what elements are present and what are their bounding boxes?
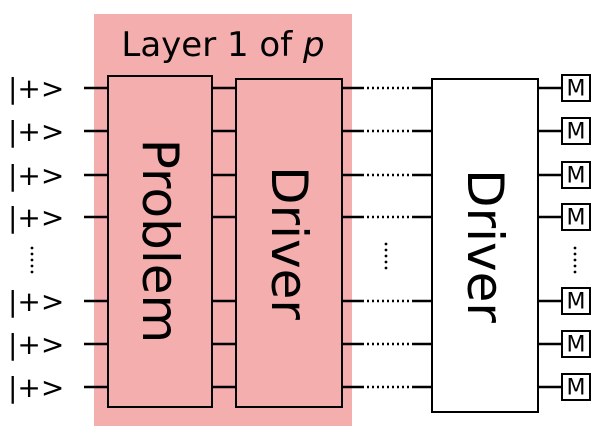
problem-block-label: Problem bbox=[131, 139, 189, 343]
vertical-ellipsis-measurements bbox=[573, 246, 577, 274]
measurement-box: M bbox=[561, 117, 591, 145]
measurement-label: M bbox=[567, 120, 586, 145]
measurement-label: M bbox=[567, 206, 586, 231]
problem-block bbox=[107, 75, 213, 408]
vertical-ellipsis-middle bbox=[384, 242, 388, 270]
layer-title-variable: p bbox=[302, 25, 325, 65]
driver-block-label: Driver bbox=[260, 166, 318, 320]
driver-block bbox=[235, 78, 343, 408]
measurement-box: M bbox=[561, 203, 591, 231]
measurement-box: M bbox=[561, 74, 591, 102]
measurement-box: M bbox=[561, 330, 591, 358]
input-state-label: |+> bbox=[8, 115, 64, 148]
layer-title-prefix: Layer 1 of bbox=[121, 25, 303, 65]
measurement-box: M bbox=[561, 287, 591, 315]
measurement-label: M bbox=[567, 164, 586, 189]
input-state-label: |+> bbox=[8, 201, 64, 234]
input-state-label: |+> bbox=[8, 285, 64, 318]
layer-title: Layer 1 of p bbox=[121, 25, 324, 65]
input-state-label: |+> bbox=[8, 371, 64, 404]
qubit-wires bbox=[84, 86, 562, 389]
final-driver-block-label: Driver bbox=[456, 169, 514, 323]
vertical-ellipsis-inputs bbox=[30, 246, 34, 274]
measurement-label: M bbox=[567, 77, 586, 102]
input-states: |+> |+> |+> |+> |+> |+> |+> bbox=[8, 72, 64, 404]
measurement-label: M bbox=[567, 376, 586, 401]
input-state-label: |+> bbox=[8, 159, 64, 192]
input-state-label: |+> bbox=[8, 328, 64, 361]
measurement-label: M bbox=[567, 333, 586, 358]
input-state-label: |+> bbox=[8, 72, 64, 105]
final-driver-block bbox=[431, 78, 539, 413]
measurement-label: M bbox=[567, 290, 586, 315]
measurement-box: M bbox=[561, 161, 591, 189]
measurement-box: M bbox=[561, 373, 591, 401]
